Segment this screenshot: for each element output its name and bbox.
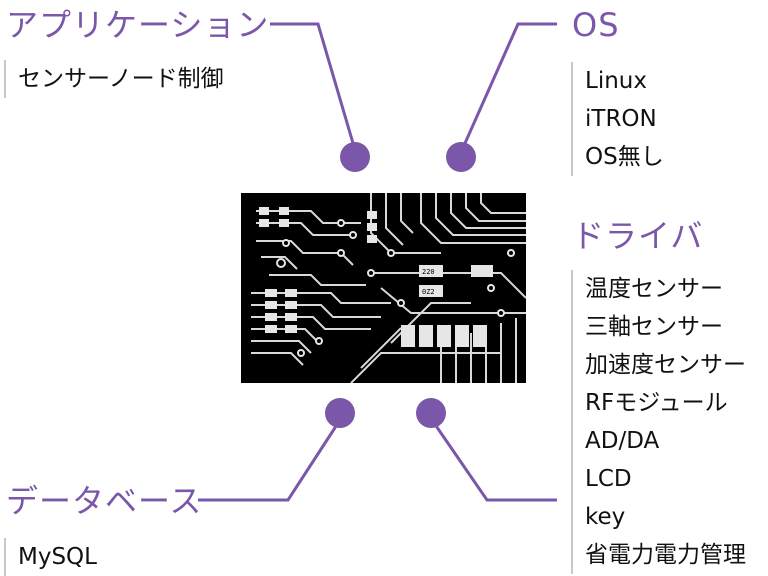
list-item: OS無し [585,138,664,176]
application-title: アプリケーション [6,9,269,41]
list-item: RFモジュール [585,384,746,422]
os-list: Linux iTRON OS無し [571,62,664,176]
os-title: OS [572,9,620,41]
dot-database [325,398,355,428]
list-item: MySQL [18,538,97,576]
list-item: 省電力電力管理 [585,536,746,574]
dot-application [340,142,370,172]
chip-label-0z2: 0Z2 [422,288,435,296]
chip-label-220: 220 [422,268,435,276]
list-item: AD/DA [585,422,746,460]
connector-driver [432,420,557,500]
connector-os [462,24,557,150]
driver-list: 温度センサー 三軸センサー 加速度センサー RFモジュール AD/DA LCD … [571,270,746,574]
list-item: センサーノード制御 [18,60,224,98]
driver-title: ドライバ [572,220,703,252]
list-item: key [585,498,746,536]
application-list: センサーノード制御 [4,60,224,98]
list-item: iTRON [585,100,664,138]
list-item: 温度センサー [585,270,746,308]
list-item: Linux [585,62,664,100]
dot-driver [416,398,446,428]
list-item: LCD [585,460,746,498]
dot-os [446,142,476,172]
connector-application [270,24,355,150]
database-title: データベース [6,485,202,517]
list-item: 加速度センサー [585,346,746,384]
connector-database [198,420,340,500]
circuit-board-graphic: 220 0Z2 [241,193,526,383]
database-list: MySQL [4,538,97,576]
circuit-board-image: 220 0Z2 [241,193,526,383]
list-item: 三軸センサー [585,308,746,346]
